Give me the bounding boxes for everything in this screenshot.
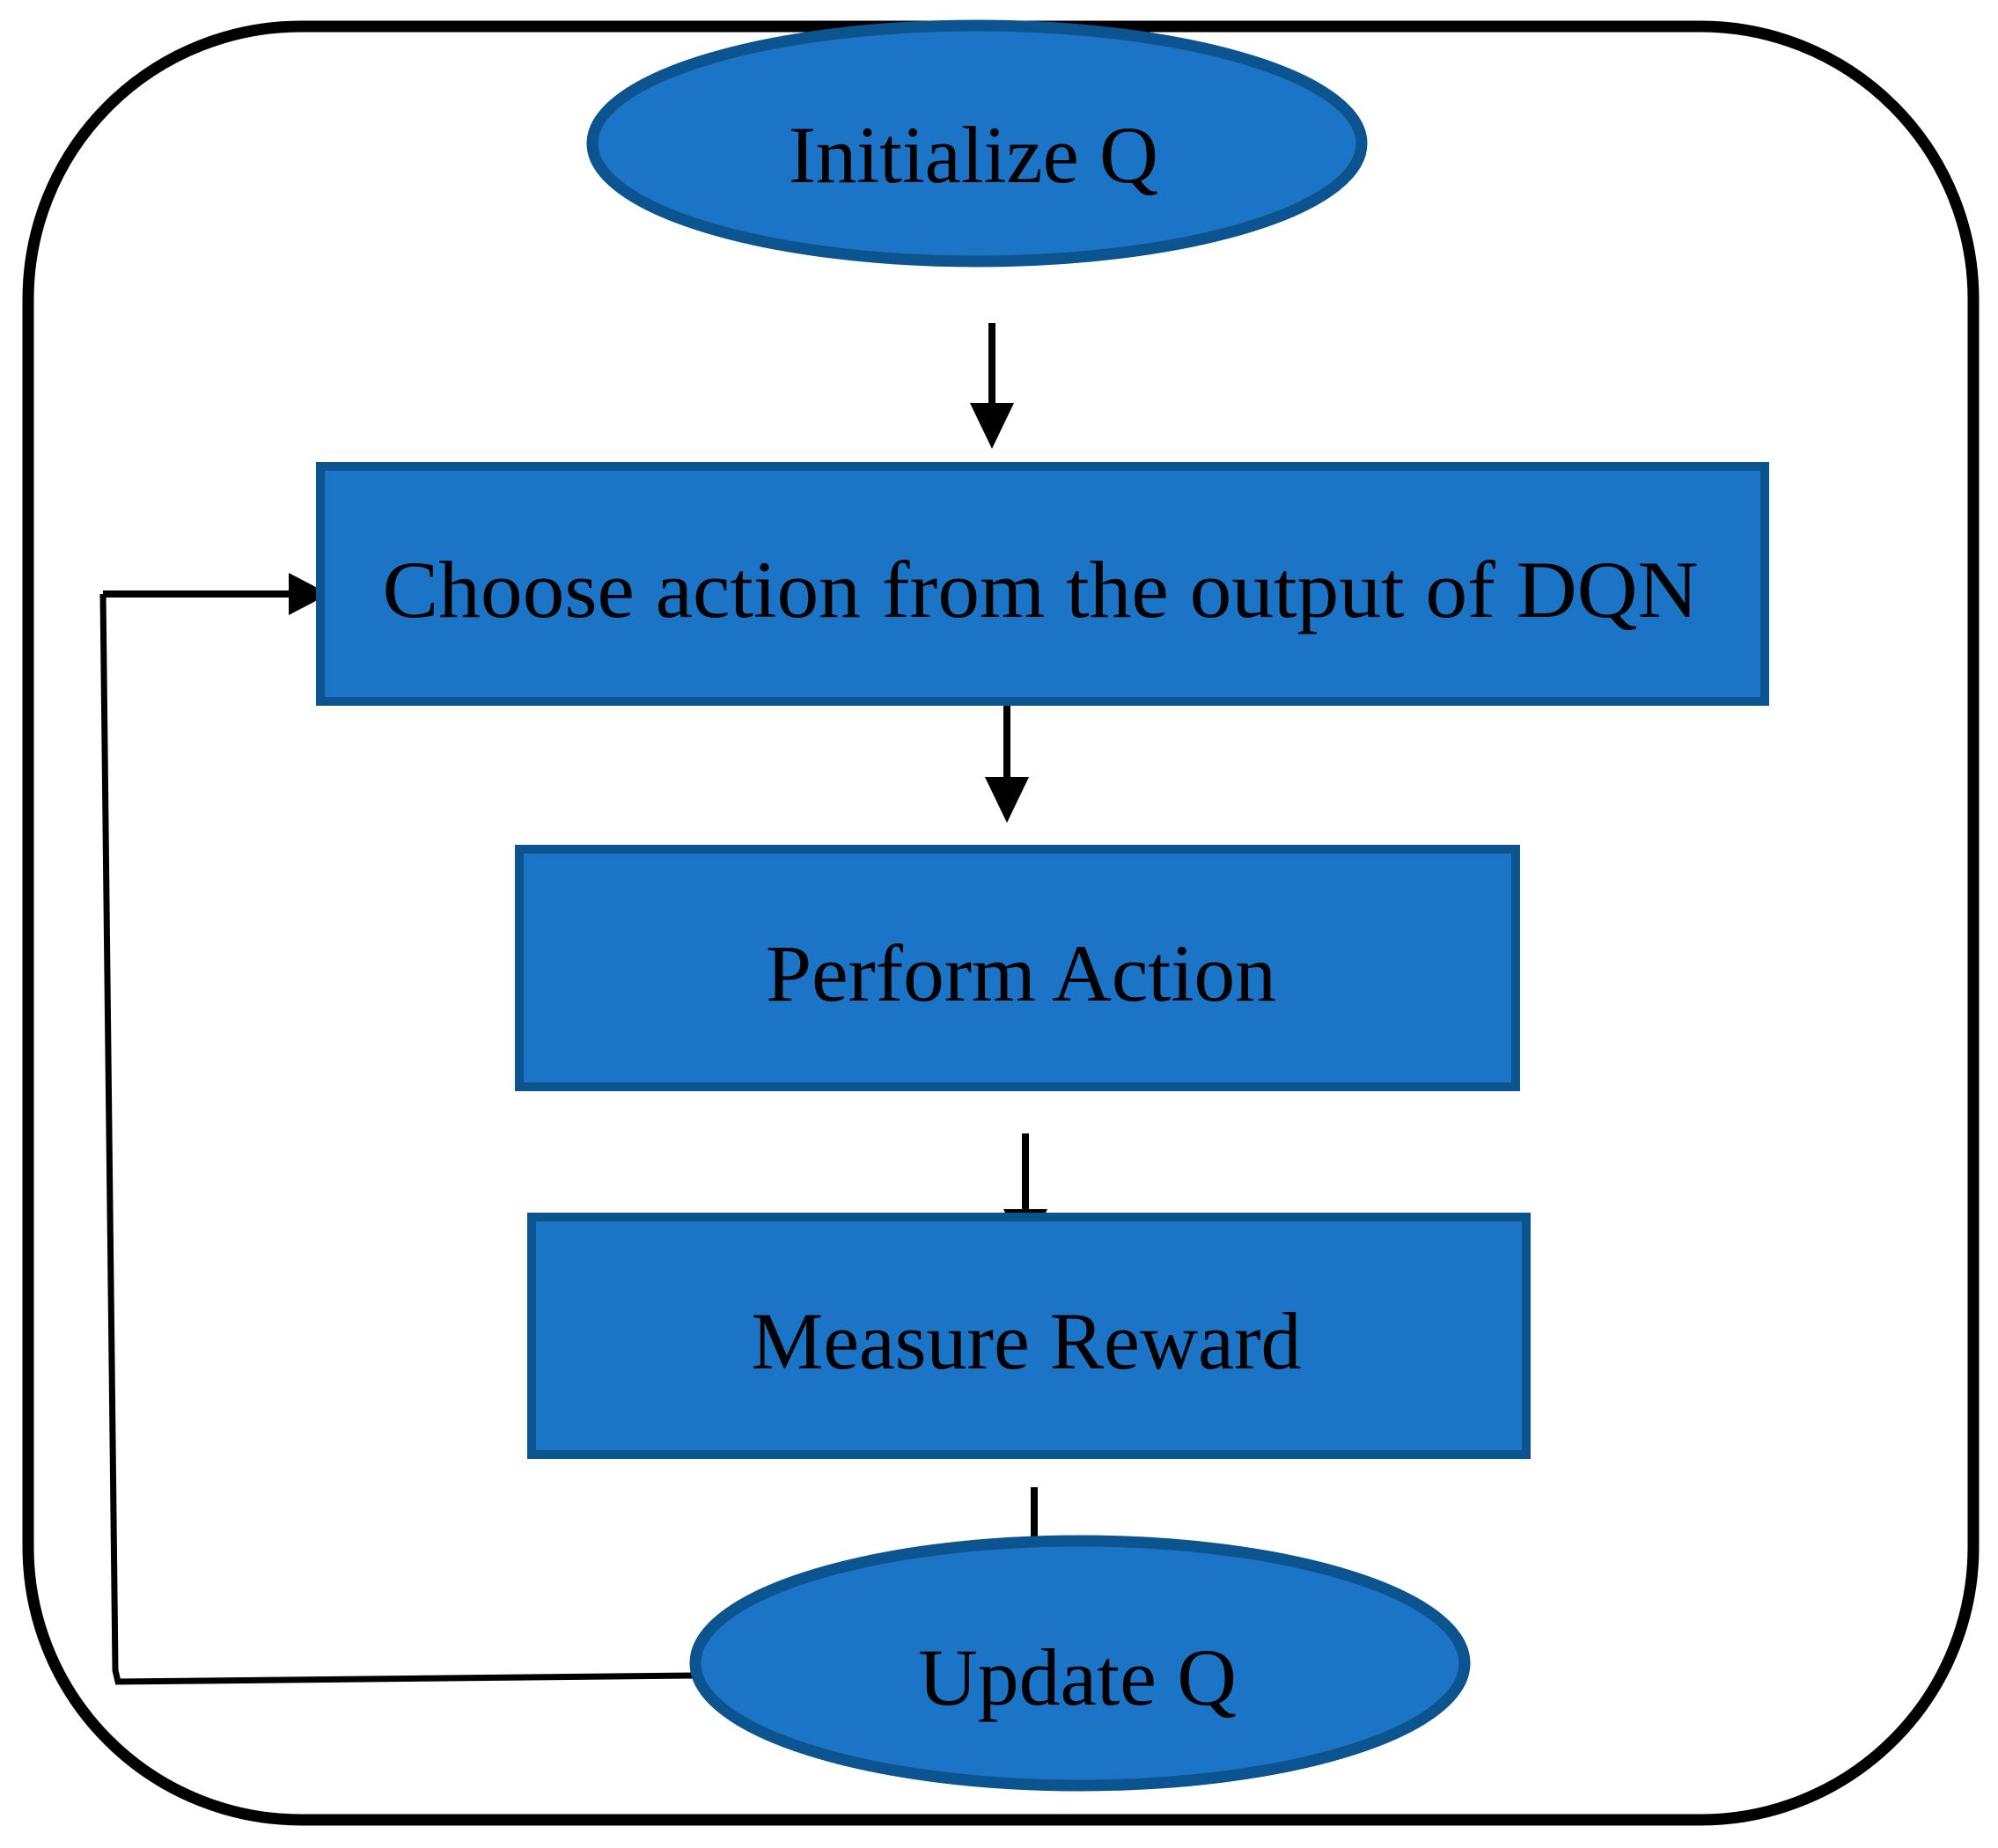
- edge-update-q-to-choose-action: [99, 573, 696, 1685]
- node-initialize-q-label: Initialize Q: [789, 110, 1158, 200]
- node-update-q-label: Update Q: [918, 1632, 1237, 1722]
- node-perform-action: Perform Action: [515, 845, 1520, 1091]
- process-rectangle: [316, 462, 1769, 706]
- end-ellipse: [689, 1535, 1471, 1792]
- arrowhead-down-icon: [985, 777, 1029, 823]
- feedback-loop-line: [99, 593, 696, 1685]
- edge-initialize-q-to-choose-action: [970, 323, 1014, 449]
- node-update-q: Update Q: [689, 1535, 1471, 1792]
- arrowhead-right-icon: [289, 573, 329, 615]
- edge-choose-action-to-perform-action: [985, 700, 1029, 823]
- node-choose-action: Choose action from the output of DQN: [316, 462, 1769, 706]
- node-measure-reward-label: Measure Reward: [752, 1296, 1302, 1386]
- node-choose-action-label: Choose action from the output of DQN: [383, 545, 1699, 634]
- arrowhead-down-icon: [970, 403, 1014, 449]
- node-measure-reward: Measure Reward: [527, 1213, 1531, 1459]
- node-perform-action-label: Perform Action: [766, 928, 1276, 1018]
- process-rectangle: [527, 1213, 1531, 1459]
- start-ellipse: [586, 19, 1368, 268]
- node-initialize-q: Initialize Q: [586, 19, 1368, 268]
- process-rectangle: [515, 845, 1520, 1091]
